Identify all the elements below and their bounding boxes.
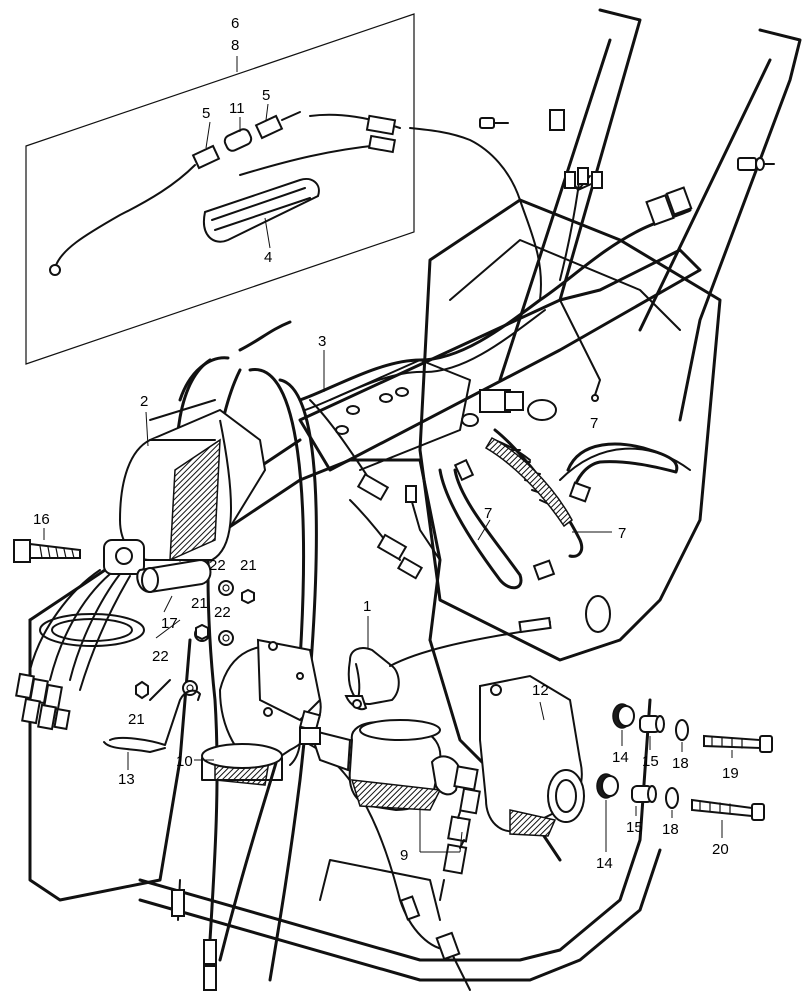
mount-hardware: [596, 703, 773, 852]
regulator-9: [299, 719, 481, 901]
callout-5: 5: [262, 87, 270, 104]
callout-7: 7: [618, 525, 626, 542]
clip-13: [103, 689, 201, 770]
callout-5: 5: [202, 105, 210, 122]
callout-16: 16: [33, 511, 50, 528]
callout-12: 12: [532, 682, 549, 699]
callout-19: 19: [722, 765, 739, 782]
bolt-20: [691, 798, 765, 821]
callout-22: 22: [209, 557, 226, 574]
callout-20: 20: [712, 841, 729, 858]
bolt-16: [13, 528, 81, 563]
switch-1: [344, 616, 552, 711]
callout-2: 2: [140, 393, 148, 410]
callout-11: 11: [229, 100, 245, 117]
bracket-12: [479, 674, 585, 837]
callout-13: 13: [118, 771, 135, 788]
tubes-item-7: [438, 428, 679, 590]
bolt-19: [703, 734, 773, 753]
coil-connectors: [15, 672, 71, 731]
callout-3: 3: [318, 333, 326, 350]
callout-labels: 6 8 11 5 5 4 3 2 7 7 7 16 22 21 21 22 17…: [33, 15, 739, 872]
callout-7: 7: [484, 505, 492, 522]
callout-14: 14: [612, 749, 629, 766]
inset-panel: [25, 13, 415, 365]
callout-1: 1: [363, 598, 371, 615]
callout-6: 6: [231, 15, 239, 32]
callout-15: 15: [626, 819, 643, 836]
callout-21: 21: [128, 711, 145, 728]
callout-15: 15: [642, 753, 659, 770]
callout-9: 9: [400, 847, 408, 864]
callout-17: 17: [161, 615, 178, 632]
callout-7: 7: [590, 415, 598, 432]
callout-21: 21: [191, 595, 208, 612]
callout-18: 18: [672, 755, 689, 772]
callout-14: 14: [596, 855, 613, 872]
callout-10: 10: [176, 753, 193, 770]
callout-18: 18: [662, 821, 679, 838]
callout-4: 4: [264, 249, 272, 266]
small-hardware: [135, 580, 255, 700]
callout-22: 22: [214, 604, 231, 621]
callout-22: 22: [152, 648, 169, 665]
wiring-harness: [298, 109, 693, 413]
ignition-coil: [15, 320, 292, 731]
callout-21: 21: [240, 557, 257, 574]
contact-breaker-base: [194, 638, 322, 786]
callout-8: 8: [231, 37, 239, 54]
